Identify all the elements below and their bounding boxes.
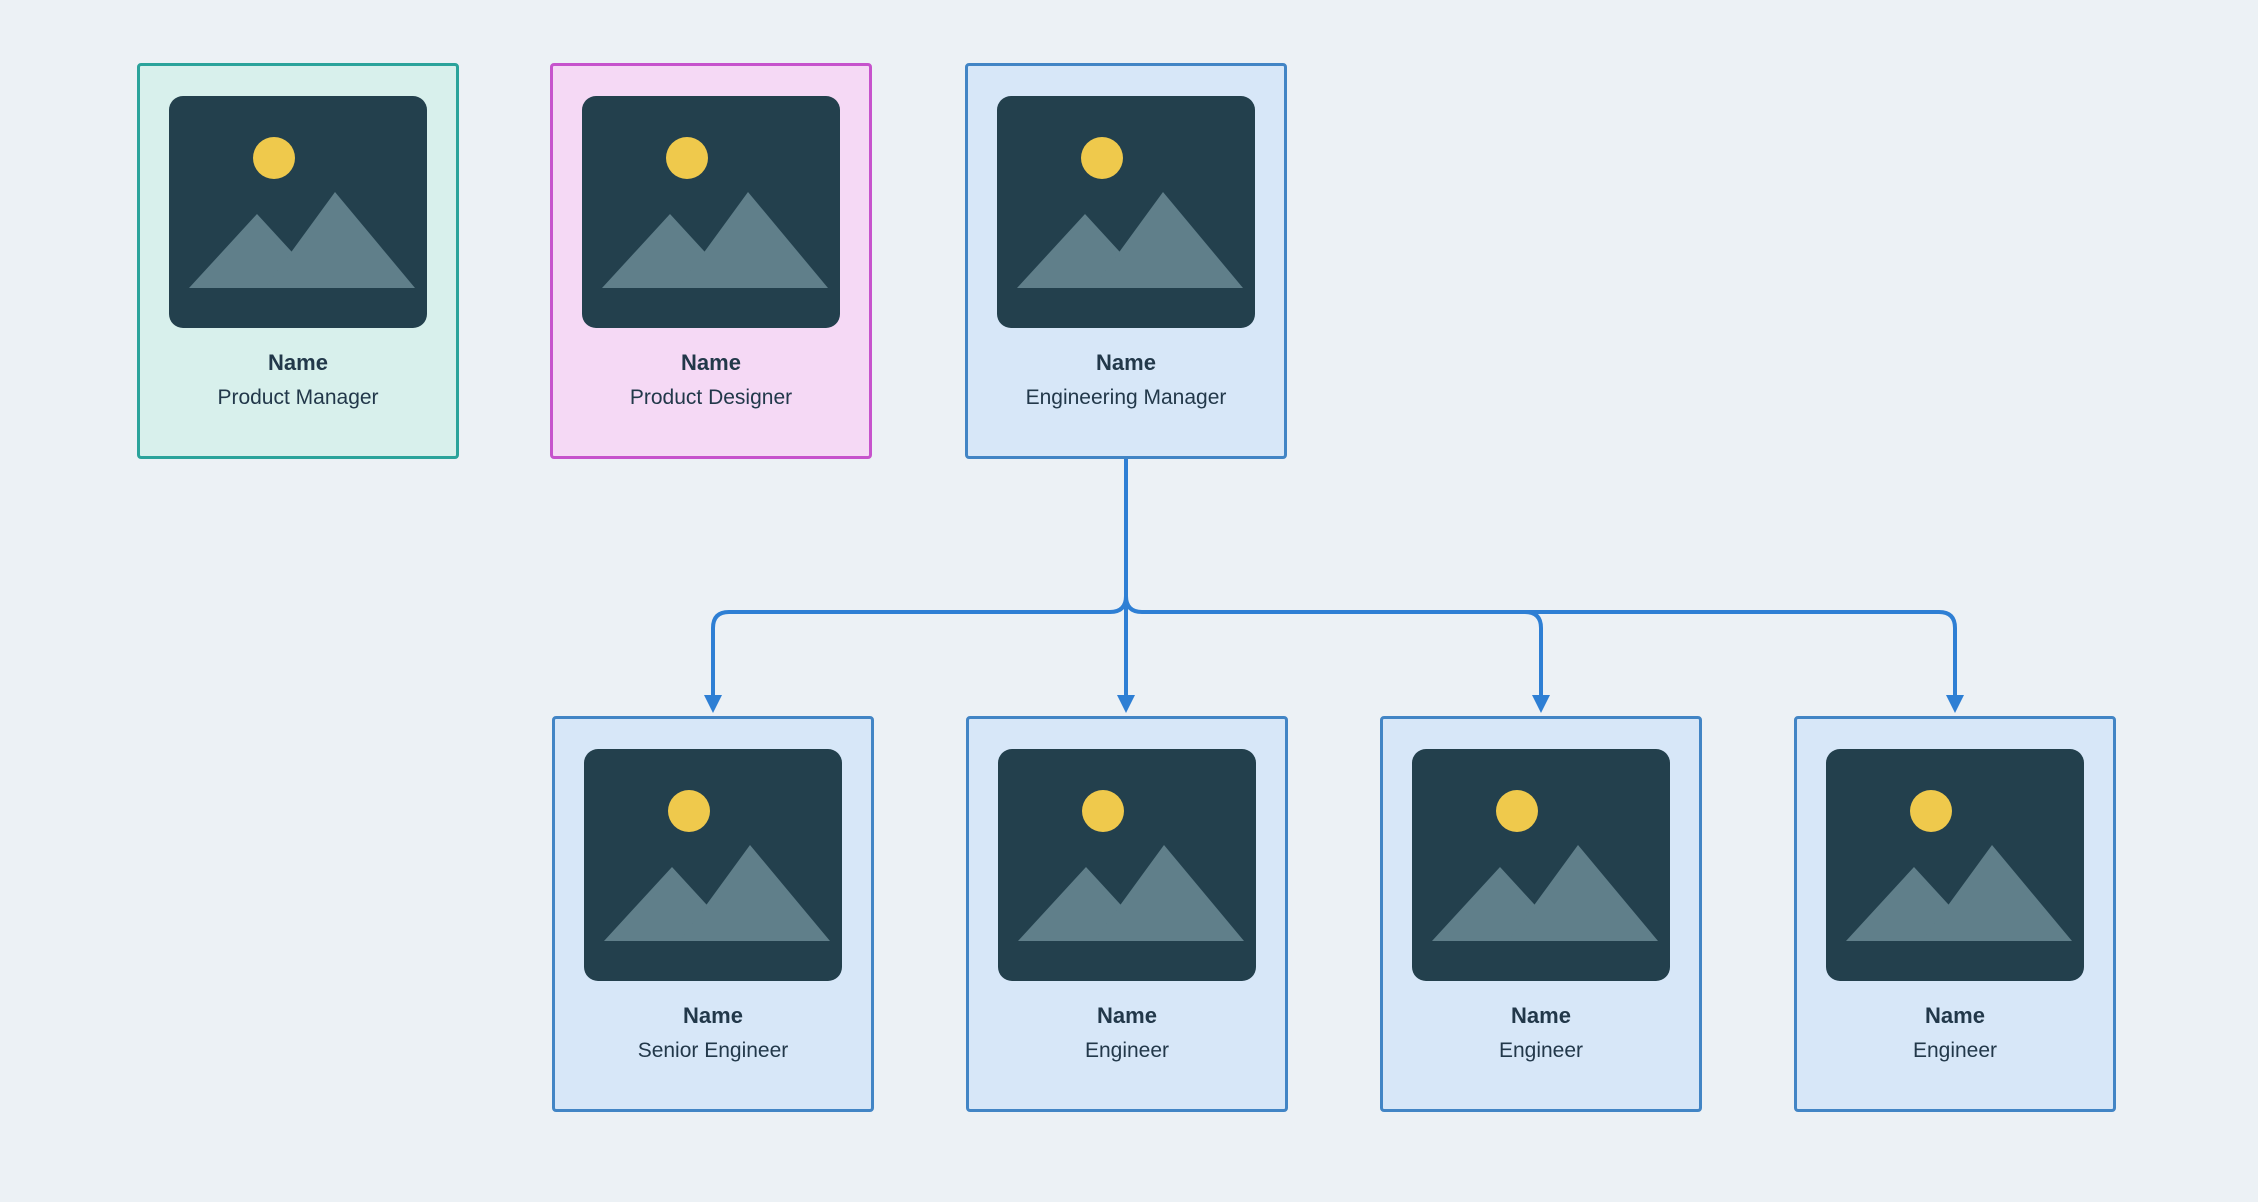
card-role: Engineer bbox=[1498, 1039, 1584, 1063]
card-name: Name bbox=[1097, 1003, 1157, 1028]
card-name: Name bbox=[1511, 1003, 1571, 1028]
arrowhead-icon bbox=[1117, 695, 1135, 713]
org-card-product-designer[interactable]: Name Product Designer bbox=[550, 63, 872, 459]
image-placeholder-icon bbox=[998, 749, 1256, 981]
image-placeholder-icon bbox=[1826, 749, 2084, 981]
card-role: Engineering Manager bbox=[1025, 386, 1227, 410]
image-placeholder-icon bbox=[584, 749, 842, 981]
image-placeholder-icon bbox=[1412, 749, 1670, 981]
card-role: Product Manager bbox=[217, 386, 379, 410]
card-name: Name bbox=[1096, 350, 1156, 375]
arrowhead-icon bbox=[1532, 695, 1550, 713]
image-placeholder-icon bbox=[169, 96, 427, 328]
card-role: Engineer bbox=[1912, 1039, 1998, 1063]
arrowhead-icon bbox=[1946, 695, 1964, 713]
org-card-engineering-manager[interactable]: Name Engineering Manager bbox=[965, 63, 1287, 459]
org-card-engineer-3[interactable]: Name Engineer bbox=[1794, 716, 2116, 1112]
image-placeholder-icon bbox=[997, 96, 1255, 328]
arrowhead-icon bbox=[704, 695, 722, 713]
card-role: Product Designer bbox=[629, 386, 793, 410]
org-card-engineer-2[interactable]: Name Engineer bbox=[1380, 716, 1702, 1112]
image-placeholder-icon bbox=[582, 96, 840, 328]
org-card-engineer-1[interactable]: Name Engineer bbox=[966, 716, 1288, 1112]
card-name: Name bbox=[1925, 1003, 1985, 1028]
card-name: Name bbox=[681, 350, 741, 375]
card-role: Engineer bbox=[1084, 1039, 1170, 1063]
card-role: Senior Engineer bbox=[637, 1039, 789, 1063]
org-card-product-manager[interactable]: Name Product Manager bbox=[137, 63, 459, 459]
org-card-senior-engineer[interactable]: Name Senior Engineer bbox=[552, 716, 874, 1112]
card-name: Name bbox=[268, 350, 328, 375]
card-name: Name bbox=[683, 1003, 743, 1028]
